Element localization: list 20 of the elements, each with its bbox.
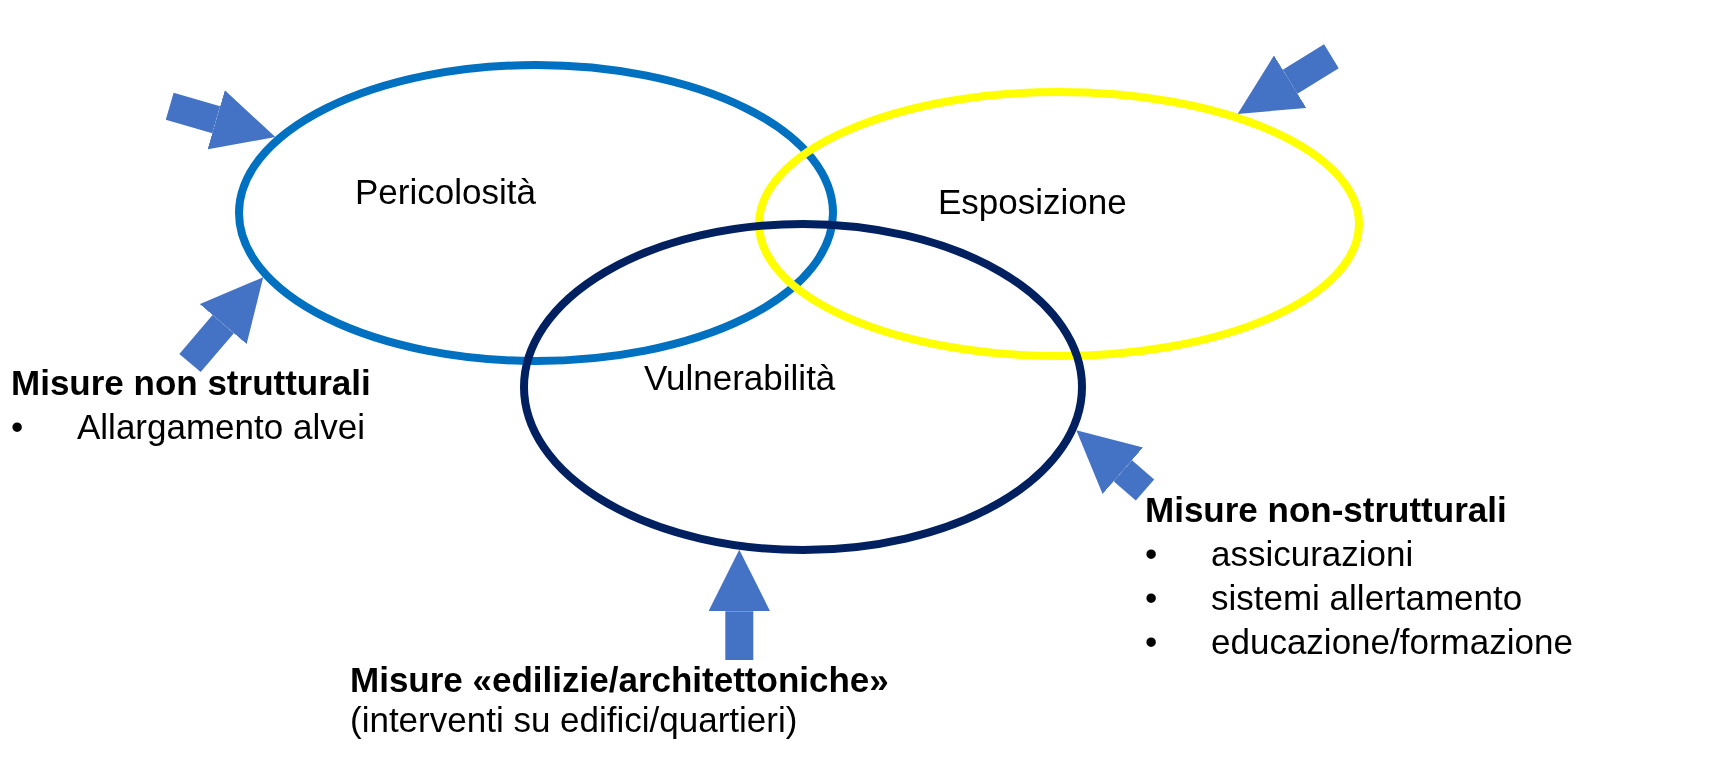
bullet-item: educazione/formazione [1211,621,1573,661]
heading: Misure non-strutturali [1145,490,1508,530]
heading: Misure «edilizie/architettoniche» [350,660,890,700]
bullet-marker: • [1145,576,1159,619]
bullet-marker: • [1145,533,1159,575]
region-label: Esposizione [938,182,1127,222]
block-arrow [179,277,264,373]
bullet-item: sistemi allertamento [1211,577,1523,617]
bullet-item: assicurazioni [1211,534,1414,573]
heading: Misure non strutturali [11,363,372,403]
bullet-item: Allargamento alvei [77,407,365,446]
block-arrow [708,549,771,660]
bullet-marker: • [11,406,25,448]
note-text: (interventi su edifici/quartieri) [350,700,799,740]
block-arrow [1076,430,1155,501]
block-arrow [1237,44,1339,114]
region-label: Vulnerabilità [644,358,836,398]
block-arrow [165,90,276,150]
bullet-marker: • [1145,620,1159,663]
region-label: Pericolosità [355,172,536,212]
